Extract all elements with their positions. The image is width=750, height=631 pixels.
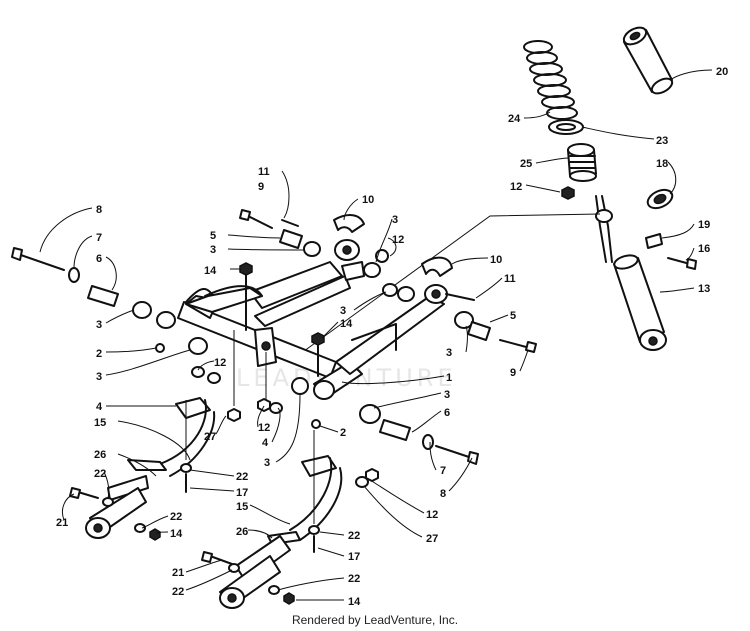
callout-3: 3 — [96, 371, 102, 383]
lower-hardware — [257, 377, 479, 488]
callout-11: 11 — [258, 166, 270, 178]
callout-22: 22 — [348, 530, 360, 542]
render-credit: Rendered by LeadVenture, Inc. — [291, 613, 459, 627]
callout-27: 27 — [426, 533, 438, 545]
assembly-line — [299, 213, 601, 355]
callout-leaders — [39, 69, 713, 601]
adjuster-collar — [567, 143, 597, 182]
spanner-ring — [646, 188, 674, 210]
callout-7: 7 — [440, 465, 446, 477]
callout-14: 14 — [170, 528, 183, 540]
alignment-lines — [185, 330, 315, 524]
callout-21: 21 — [172, 567, 184, 579]
callout-18: 18 — [656, 158, 668, 170]
callout-1: 1 — [446, 372, 452, 384]
shock-bolt — [667, 257, 697, 270]
callout-14: 14 — [348, 596, 361, 608]
left-footrest — [69, 397, 216, 541]
callout-5: 5 — [510, 310, 516, 322]
callout-6: 6 — [96, 253, 102, 265]
callout-22: 22 — [170, 511, 182, 523]
left-hardware — [11, 247, 253, 422]
callout-14: 14 — [340, 318, 353, 330]
callout-14: 14 — [204, 265, 217, 277]
callout-12: 12 — [426, 509, 438, 521]
callout-22: 22 — [348, 573, 360, 585]
right-footrest — [201, 455, 343, 609]
callout-20: 20 — [716, 66, 728, 78]
callout-2: 2 — [340, 427, 346, 439]
callout-3: 3 — [96, 319, 102, 331]
callout-12: 12 — [214, 357, 226, 369]
callout-9: 9 — [510, 367, 516, 379]
callout-26: 26 — [94, 449, 106, 461]
shock-body — [595, 195, 667, 351]
callout-25: 25 — [520, 158, 532, 170]
callout-5: 5 — [210, 230, 216, 242]
callout-3: 3 — [444, 389, 450, 401]
upper-arm — [249, 239, 365, 327]
callout-6: 6 — [444, 407, 450, 419]
callout-3: 3 — [210, 244, 216, 256]
callout-2: 2 — [96, 348, 102, 360]
spring-seat — [548, 119, 584, 135]
callout-22: 22 — [236, 471, 248, 483]
lock-nut — [561, 186, 575, 200]
callout-8: 8 — [96, 204, 102, 216]
callout-17: 17 — [236, 487, 248, 499]
upper-hardware — [239, 209, 537, 377]
callout-12: 12 — [258, 422, 270, 434]
callout-7: 7 — [96, 232, 102, 244]
callout-22: 22 — [94, 468, 106, 480]
callout-22: 22 — [172, 586, 184, 598]
callout-3: 3 — [340, 305, 346, 317]
callout-16: 16 — [698, 243, 710, 255]
callout-10: 10 — [490, 254, 502, 266]
callout-27: 27 — [204, 431, 216, 443]
callout-8: 8 — [440, 488, 446, 500]
callout-19: 19 — [698, 219, 710, 231]
rear-arm — [335, 284, 448, 375]
callout-24: 24 — [508, 113, 521, 125]
shock-absorber-assembly — [523, 26, 697, 351]
callout-23: 23 — [656, 135, 668, 147]
callout-labels: 8 7 6 3 2 3 4 12 15 27 26 22 21 22 14 22… — [56, 66, 728, 608]
callout-3: 3 — [446, 347, 452, 359]
callout-11: 11 — [504, 273, 516, 285]
callout-3: 3 — [264, 457, 270, 469]
callout-4: 4 — [96, 401, 103, 413]
spacer — [645, 233, 663, 249]
callout-21: 21 — [56, 517, 68, 529]
callout-12: 12 — [392, 234, 404, 246]
callout-3: 3 — [392, 214, 398, 226]
callout-4: 4 — [262, 437, 269, 449]
callout-13: 13 — [698, 283, 710, 295]
dust-boot — [622, 26, 674, 95]
callout-17: 17 — [348, 551, 360, 563]
callout-15: 15 — [94, 417, 106, 429]
front-arm — [185, 285, 263, 313]
callout-9: 9 — [258, 181, 264, 193]
callout-10: 10 — [362, 194, 374, 206]
callout-15: 15 — [236, 501, 248, 513]
callout-12: 12 — [510, 181, 522, 193]
coil-spring — [523, 40, 578, 120]
callout-26: 26 — [236, 526, 248, 538]
